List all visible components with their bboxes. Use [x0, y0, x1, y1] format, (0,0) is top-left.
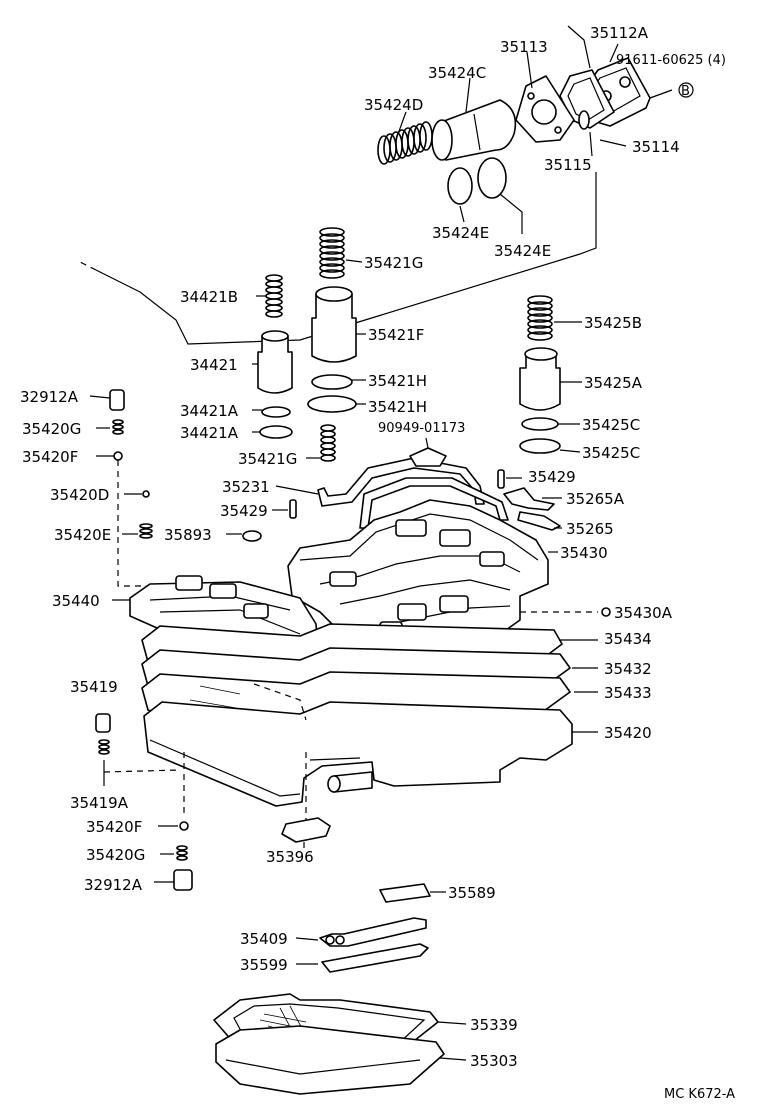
label-35421G-top: 35421G [364, 254, 423, 272]
label-35430: 35430 [560, 544, 608, 562]
label-35420F-top: 35420F [22, 448, 78, 466]
oil-pan-group [213, 883, 467, 1095]
label-35425C-1: 35425C [582, 416, 640, 434]
label-35115: 35115 [544, 156, 592, 174]
valve-body-main [103, 683, 598, 836]
label-35421G-bottom: 35421G [238, 450, 297, 468]
detent-rods [272, 437, 562, 531]
label-35424C: 35424C [428, 64, 486, 82]
label-35231: 35231 [222, 478, 270, 496]
label-35114: 35114 [632, 138, 680, 156]
label-35396: 35396 [266, 848, 314, 866]
label-35425A: 35425A [584, 374, 643, 392]
label-32912A-bottom: 32912A [84, 876, 143, 894]
part-labels: 35113 35112A 91611-60625 (4) B 35424C 35… [20, 24, 735, 1102]
label-34421: 34421 [190, 356, 238, 374]
label-35429-right: 35429 [528, 468, 576, 486]
label-34421B: 34421B [180, 288, 238, 306]
label-B: B [681, 84, 690, 99]
upper-valve-body [287, 499, 611, 665]
label-35589: 35589 [448, 884, 496, 902]
diagram-code: MC K672-A [664, 1087, 735, 1102]
label-35434: 35434 [604, 630, 652, 648]
label-35265A: 35265A [566, 490, 625, 508]
label-90949-01173: 90949-01173 [378, 421, 465, 436]
label-35419: 35419 [70, 678, 118, 696]
label-35420D: 35420D [50, 486, 109, 504]
label-35425B: 35425B [584, 314, 642, 332]
label-35420G-top: 35420G [22, 420, 81, 438]
label-35303: 35303 [470, 1052, 518, 1070]
label-35419A: 35419A [70, 794, 129, 812]
valve-springs-group [252, 227, 582, 462]
label-32912A-top: 32912A [20, 388, 79, 406]
label-35421H-2: 35421H [368, 398, 427, 416]
label-35430A: 35430A [614, 604, 673, 622]
label-35424D: 35424D [364, 96, 423, 114]
label-35420F-bottom: 35420F [86, 818, 142, 836]
label-35339: 35339 [470, 1016, 518, 1034]
label-35113: 35113 [500, 38, 548, 56]
label-35432: 35432 [604, 660, 652, 678]
label-91611-60625: 91611-60625 (4) [616, 53, 726, 68]
label-34421A-1: 34421A [180, 402, 239, 420]
accumulator-cover-group [79, 25, 694, 345]
label-35112A: 35112A [590, 24, 649, 42]
label-35440: 35440 [52, 592, 100, 610]
label-35599: 35599 [240, 956, 288, 974]
label-35420E: 35420E [54, 526, 111, 544]
label-35420G-bottom: 35420G [86, 846, 145, 864]
label-35409: 35409 [240, 930, 288, 948]
label-35265: 35265 [566, 520, 614, 538]
left-small-parts [89, 389, 262, 587]
label-35433: 35433 [604, 684, 652, 702]
lower-small-parts [95, 713, 331, 891]
label-35429-left: 35429 [220, 502, 268, 520]
label-35421F: 35421F [368, 326, 424, 344]
label-35424E-2: 35424E [494, 242, 551, 260]
label-35424E-1: 35424E [432, 224, 489, 242]
label-34421A-2: 34421A [180, 424, 239, 442]
label-35425C-2: 35425C [582, 444, 640, 462]
label-35421H-1: 35421H [368, 372, 427, 390]
label-35893: 35893 [164, 526, 212, 544]
label-35420: 35420 [604, 724, 652, 742]
